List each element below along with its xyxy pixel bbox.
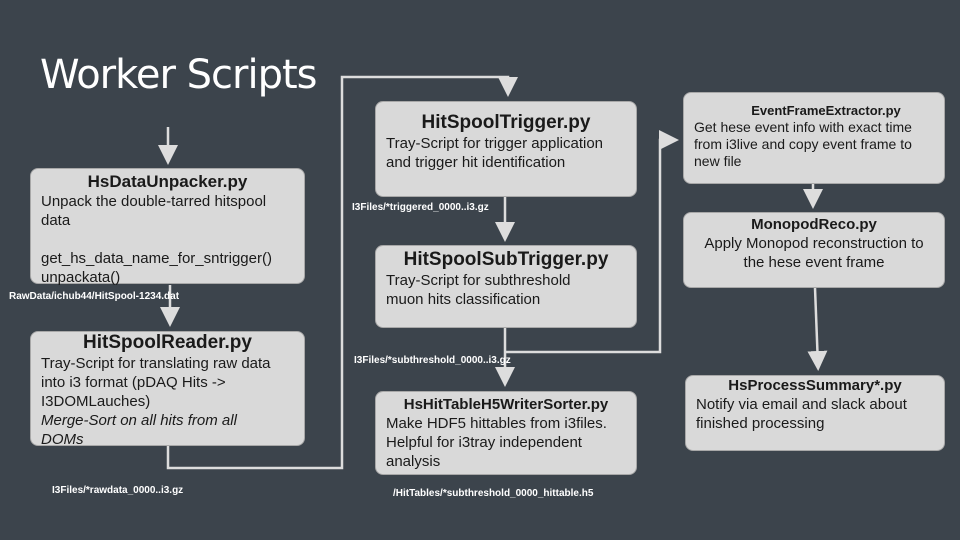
monopod-line: the hese event frame xyxy=(743,254,885,271)
file-label-hittable-h5: /HitTables/*subthreshold_0000_hittable.h… xyxy=(393,488,594,499)
extractor-line: new file xyxy=(694,153,742,169)
reader-line: I3DOMLauches) xyxy=(41,393,151,410)
summary-line: Notify via email and slack about xyxy=(696,396,907,413)
monopod-line: Apply Monopod reconstruction to xyxy=(704,235,924,252)
subtrigger-line: Tray-Script for subthreshold xyxy=(386,272,571,289)
extractor-box: EventFrameExtractor.py Get hese event in… xyxy=(683,92,945,184)
writer-title: HsHitTableH5WriterSorter.py xyxy=(403,396,609,413)
reader-title: HitSpoolReader.py xyxy=(83,332,252,353)
subtrigger-line: muon hits classification xyxy=(386,291,541,308)
reader-line: Tray-Script for translating raw data xyxy=(41,355,271,372)
extractor-title: EventFrameExtractor.py xyxy=(751,103,901,118)
summary-line: finished processing xyxy=(696,415,825,432)
extractor-line: from i3live and copy event frame to xyxy=(694,136,912,152)
unpacker-box: HsDataUnpacker.py Unpack the double-tarr… xyxy=(30,168,305,286)
trigger-line: and trigger hit identification xyxy=(386,154,566,171)
writer-line: analysis xyxy=(386,453,441,470)
arrow-monopod-to-summary xyxy=(807,287,828,371)
trigger-line: Tray-Script for trigger application xyxy=(386,135,604,152)
slide-title: Worker Scripts xyxy=(40,52,317,98)
reader-italic-line: DOMs xyxy=(41,431,84,448)
unpacker-line: unpackata() xyxy=(41,269,121,286)
writer-box: HsHitTableH5WriterSorter.py Make HDF5 hi… xyxy=(375,391,637,475)
writer-line: Make HDF5 hittables from i3files. xyxy=(386,415,607,432)
arrow-to-extractor xyxy=(505,130,679,354)
reader-italic-line: Merge-Sort on all hits from all xyxy=(41,412,237,429)
reader-box: HitSpoolReader.py Tray-Script for transl… xyxy=(30,331,305,448)
summary-box: HsProcessSummary*.py Notify via email an… xyxy=(685,375,945,451)
unpacker-line: Unpack the double-tarred hitspool xyxy=(41,193,267,210)
file-label-rawdata-i3: I3Files/*rawdata_0000..i3.gz xyxy=(52,485,184,496)
monopod-box: MonopodReco.py Apply Monopod reconstruct… xyxy=(683,212,945,288)
trigger-box: HitSpoolTrigger.py Tray-Script for trigg… xyxy=(375,101,637,197)
unpacker-line xyxy=(41,230,294,249)
summary-title: HsProcessSummary*.py xyxy=(728,377,902,394)
unpacker-line: data xyxy=(41,212,71,229)
file-label-subthreshold-i3: I3Files/*subthreshold_0000..i3.gz xyxy=(354,355,511,366)
arrow-reader-to-trigger xyxy=(166,75,518,470)
file-label-triggered-i3: I3Files/*triggered_0000..i3.gz xyxy=(352,202,489,213)
reader-line: into i3 format (pDAQ Hits -> xyxy=(41,374,226,391)
unpacker-title: HsDataUnpacker.py xyxy=(87,172,248,191)
writer-line: Helpful for i3tray independent xyxy=(386,434,582,451)
subtrigger-title: HitSpoolSubTrigger.py xyxy=(403,249,609,270)
subtrigger-box: HitSpoolSubTrigger.py Tray-Script for su… xyxy=(375,245,637,328)
file-label-raw-tar: RawData/ichub44/HitSpool-1234.dat xyxy=(9,291,180,302)
trigger-title: HitSpoolTrigger.py xyxy=(421,112,591,133)
unpacker-line: get_hs_data_name_for_sntrigger() xyxy=(41,250,272,267)
extractor-line: Get hese event info with exact time xyxy=(694,119,912,135)
monopod-title: MonopodReco.py xyxy=(751,216,877,233)
